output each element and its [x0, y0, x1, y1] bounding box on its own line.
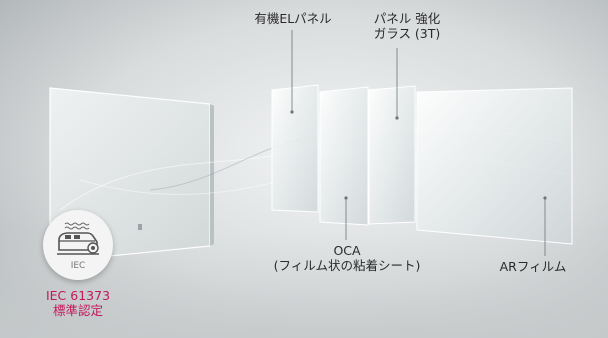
certification-caption: IEC 61373 標準認定	[28, 288, 128, 318]
leader-dot-glass	[395, 116, 399, 120]
layer-oled-panel	[271, 84, 319, 213]
label-oled-panel-text: 有機ELパネル	[254, 11, 332, 26]
leader-dot-oled	[290, 110, 294, 114]
label-ar-film: ARフィルム	[478, 259, 588, 274]
label-ar-film-text: ARフィルム	[499, 259, 567, 274]
panel-port	[138, 224, 142, 230]
certification-line2: 標準認定	[52, 303, 103, 318]
layer-tempered-glass	[368, 85, 416, 225]
label-tempered-glass-line1: パネル 強化	[373, 11, 441, 26]
layer-oca	[319, 86, 369, 226]
assembled-display-panel-edge	[210, 104, 214, 246]
leader-dot-ar	[543, 196, 547, 200]
iec-certification-badge: IEC	[43, 210, 113, 280]
train-icon	[57, 222, 99, 255]
label-oca: OCA (フィルム状の粘着シート)	[262, 243, 432, 273]
leader-dot-oca	[344, 196, 348, 200]
label-oca-line2: (フィルム状の粘着シート)	[273, 258, 421, 273]
label-tempered-glass-line2: ガラス (3T)	[373, 26, 441, 41]
layer-ar-film	[416, 87, 573, 245]
badge-label: IEC	[70, 261, 86, 271]
label-oca-line1: OCA	[333, 243, 361, 258]
label-oled-panel: 有機ELパネル	[238, 11, 348, 26]
certification-line1: IEC 61373	[45, 288, 111, 303]
label-tempered-glass: パネル 強化 ガラス (3T)	[352, 11, 462, 41]
